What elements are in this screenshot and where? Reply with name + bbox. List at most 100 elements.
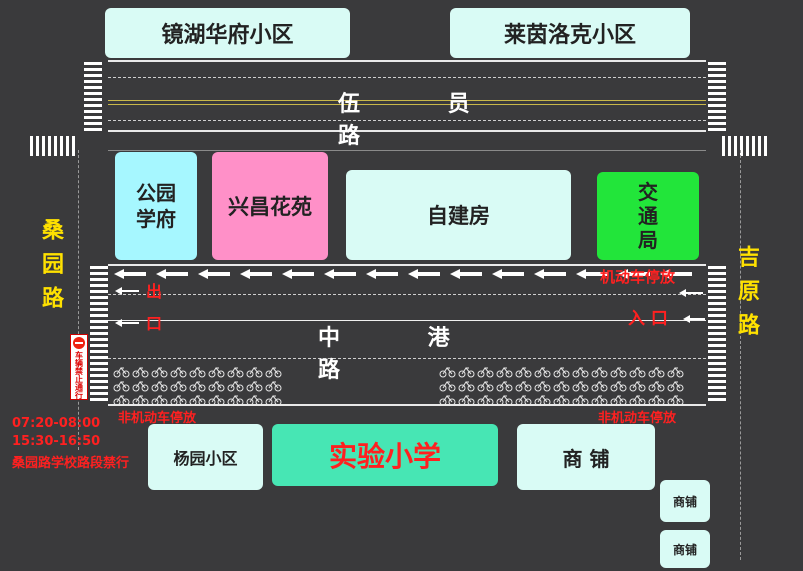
shop-main: 商 铺 — [517, 424, 655, 490]
bicycle-icon — [132, 367, 149, 378]
bicycle-icon — [610, 367, 627, 378]
bicycle-icon — [132, 395, 149, 406]
zhonggang-road-dash-2 — [108, 358, 706, 359]
bicycle-icon — [189, 367, 206, 378]
bicycle-icon — [265, 395, 282, 406]
bicycle-icon — [496, 367, 513, 378]
entrance-label: 入 口 — [628, 309, 668, 329]
bicycle-icon — [246, 381, 263, 392]
exit-label-char-2: 口 — [146, 314, 163, 333]
school-label: 实验小学 — [328, 440, 441, 473]
bicycle-icon — [189, 381, 206, 392]
bicycle-icon — [629, 367, 646, 378]
bicycle-icon — [265, 367, 282, 378]
left-arrow-icon — [156, 269, 188, 279]
jiyuan-road-name: 吉原路 — [734, 245, 759, 347]
left-arrow-icon — [114, 269, 146, 279]
bicycle-icon — [648, 395, 665, 406]
bicycle-icon — [515, 367, 532, 378]
bicycle-icon — [515, 381, 532, 392]
bicycle-icon — [151, 395, 168, 406]
left-arrow-icon — [115, 287, 139, 295]
bicycle-icon — [648, 367, 665, 378]
left-arrow-icon — [282, 269, 314, 279]
left-arrow-icon — [660, 269, 692, 279]
left-arrow-icon — [679, 289, 703, 297]
bicycle-icon — [534, 395, 551, 406]
wuyuan-road-dash-2 — [108, 120, 706, 121]
bicycle-icon — [667, 367, 684, 378]
bicycle-icon — [572, 367, 589, 378]
bicycle-icon — [629, 381, 646, 392]
bicycle-icon — [439, 395, 456, 406]
bicycle-icon — [629, 395, 646, 406]
bicycle-icon — [591, 367, 608, 378]
bicycle-icon — [189, 395, 206, 406]
gongyuan-building: 公园学府 — [115, 152, 197, 260]
nonmotor-parking-left-label: 非机动车停放 — [118, 411, 197, 426]
left-arrow-icon — [618, 269, 650, 279]
zhonggang-road-dash-1 — [108, 294, 706, 295]
bicycle-icon — [458, 395, 475, 406]
crosswalk-zhonggang-left — [90, 266, 108, 402]
bicycle-icon — [515, 395, 532, 406]
left-arrow-icon — [115, 319, 139, 327]
wuyuan-road-dash — [108, 77, 706, 78]
no-vehicles-sign-text: 车辆禁止通行 — [74, 351, 84, 399]
crosswalk-zhonggang-right — [708, 266, 726, 402]
bicycle-icon — [553, 381, 570, 392]
bicycle-icon — [534, 367, 551, 378]
bicycle-icon — [572, 381, 589, 392]
notice-time-1: 07:20-08:00 — [12, 416, 101, 431]
crosswalk-right-corner — [722, 136, 770, 156]
laiyin-residential: 莱茵洛克小区 — [450, 8, 690, 58]
bicycle-icon — [208, 381, 225, 392]
bicycle-parking-left — [113, 367, 282, 406]
bicycle-icon — [667, 395, 684, 406]
jiaotongju-label: 交通局 — [638, 180, 658, 252]
wuyuan-road-name: 伍 员 路 — [338, 92, 510, 149]
notice-time-2: 15:30-16:50 — [12, 434, 101, 449]
bicycle-icon — [151, 381, 168, 392]
laiyin-label: 莱茵洛克小区 — [503, 23, 636, 48]
xingchang-label: 兴昌花苑 — [228, 195, 312, 219]
no-entry-icon — [73, 337, 85, 349]
jiaotongju-building: 交通局 — [597, 172, 699, 260]
shop-small-1: 商铺 — [660, 480, 710, 522]
shop-small-2: 商铺 — [660, 530, 710, 568]
sangyuan-road-edge — [78, 150, 79, 450]
bicycle-icon — [246, 395, 263, 406]
bicycle-icon — [113, 395, 130, 406]
bicycle-icon — [208, 367, 225, 378]
bicycle-icon — [610, 381, 627, 392]
motor-arrow — [678, 284, 704, 303]
crosswalk-left-corner — [30, 136, 78, 156]
left-arrow-icon — [534, 269, 566, 279]
jinghu-label: 镜湖华府小区 — [161, 23, 294, 48]
bicycle-icon — [246, 367, 263, 378]
xingchang-building: 兴昌花苑 — [212, 152, 328, 260]
left-arrow-icon — [408, 269, 440, 279]
bicycle-icon — [553, 367, 570, 378]
gongyuan-label: 公园学府 — [136, 181, 176, 231]
bicycle-icon — [227, 381, 244, 392]
left-arrow-icon — [240, 269, 272, 279]
no-vehicles-sign: 车辆禁止通行 — [70, 334, 88, 400]
wuyuan-road-top-edge — [108, 60, 706, 62]
bicycle-icon — [113, 381, 130, 392]
bicycle-icon — [610, 395, 627, 406]
zijianfang-building: 自建房 — [346, 170, 571, 260]
yangyuan-label: 杨园小区 — [173, 449, 238, 468]
bicycle-icon — [151, 367, 168, 378]
bicycle-icon — [667, 381, 684, 392]
bicycle-icon — [113, 367, 130, 378]
bicycle-icon — [170, 381, 187, 392]
jiyuan-road-edge — [740, 150, 741, 560]
bicycle-icon — [227, 367, 244, 378]
wuyuan-road-center-2 — [108, 104, 706, 105]
left-arrow-icon — [492, 269, 524, 279]
left-arrow-icon — [576, 269, 608, 279]
arrow-row-svg — [114, 269, 692, 279]
left-arrow-icon — [450, 269, 482, 279]
notice-rule: 桑园路学校路段禁行 — [12, 456, 130, 471]
